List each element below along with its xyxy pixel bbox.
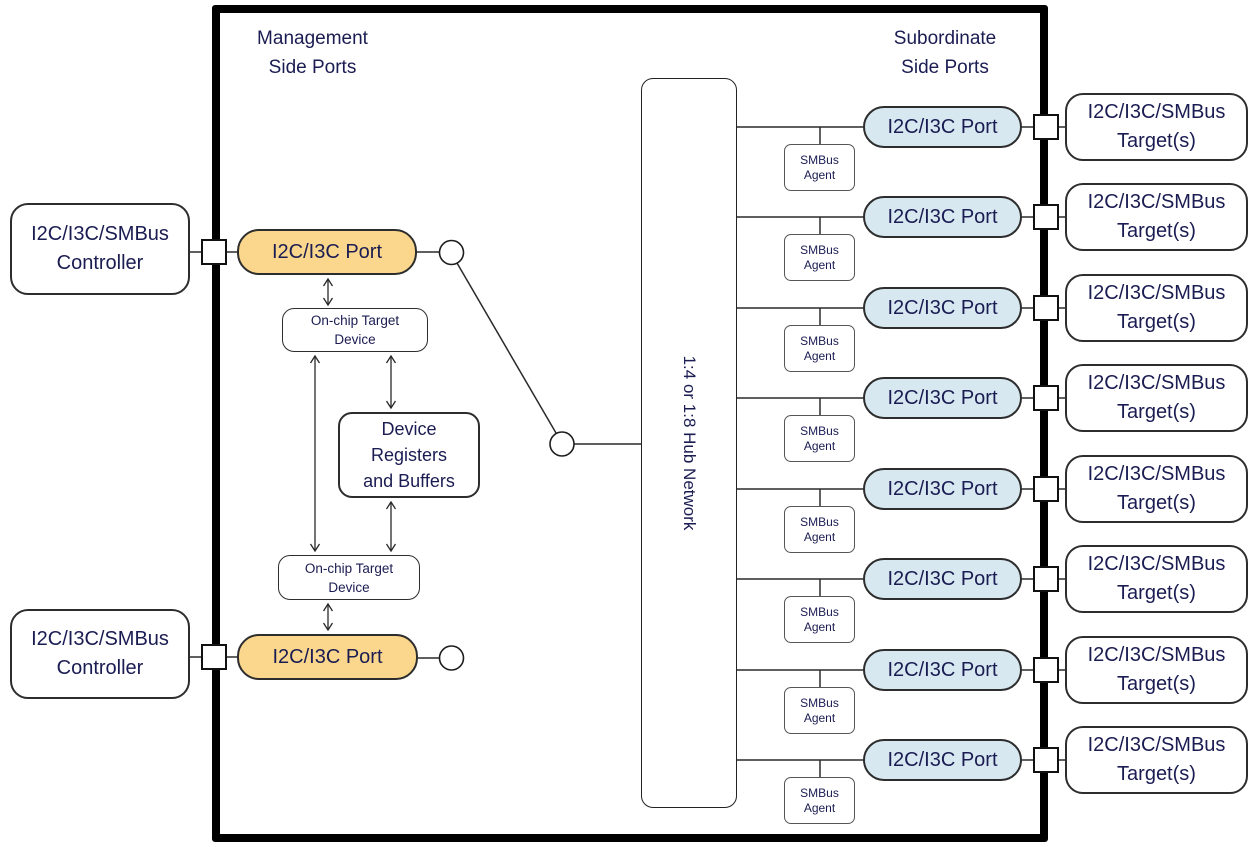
boundary-port-square (1033, 657, 1059, 683)
smbus-agent-box: SMBus Agent (784, 687, 855, 734)
target-box: I2C/I3C/SMBus Target(s) (1065, 364, 1248, 432)
smbus-agent-box: SMBus Agent (784, 596, 855, 643)
switch-blade-line (456, 262, 557, 434)
boundary-port-square (1033, 566, 1059, 592)
smbus-agent-box: SMBus Agent (784, 777, 855, 824)
onchip-target-device-2: On-chip Target Device (278, 555, 420, 600)
smbus-agent-box: SMBus Agent (784, 506, 855, 553)
subordinate-port: I2C/I3C Port (863, 558, 1022, 600)
onchip-target-device-1: On-chip Target Device (282, 308, 428, 352)
target-box: I2C/I3C/SMBus Target(s) (1065, 183, 1248, 251)
subordinate-port: I2C/I3C Port (863, 739, 1022, 781)
target-box: I2C/I3C/SMBus Target(s) (1065, 274, 1248, 342)
internal-data-arrows (309, 277, 397, 632)
switch-contact-circle-top (438, 239, 465, 266)
switch-pivot-circle (549, 431, 575, 457)
boundary-port-square (1033, 747, 1059, 773)
boundary-port-square (1033, 204, 1059, 230)
device-registers-and-buffers: Device Registers and Buffers (338, 412, 480, 498)
hub-network-label: 1:4 or 1:8 Hub Network (680, 355, 699, 531)
subordinate-port: I2C/I3C Port (863, 468, 1022, 510)
subordinate-row-wires (737, 126, 1066, 779)
boundary-port-square (1033, 385, 1059, 411)
subordinate-port: I2C/I3C Port (863, 649, 1022, 691)
subordinate-port: I2C/I3C Port (863, 287, 1022, 329)
controller-box-2: I2C/I3C/SMBus Controller (10, 609, 190, 699)
target-box: I2C/I3C/SMBus Target(s) (1065, 93, 1248, 161)
switch-contact-circle-bottom (438, 645, 465, 671)
subordinate-port: I2C/I3C Port (863, 106, 1022, 148)
subordinate-port: I2C/I3C Port (863, 196, 1022, 238)
boundary-port-square-management-2 (201, 644, 227, 670)
hub-network-box (641, 78, 737, 808)
smbus-agent-box: SMBus Agent (784, 415, 855, 462)
smbus-agent-box: SMBus Agent (784, 144, 855, 191)
chip-boundary (212, 5, 1048, 842)
target-box: I2C/I3C/SMBus Target(s) (1065, 726, 1248, 794)
boundary-port-square-management-1 (201, 239, 227, 265)
controller-box-1: I2C/I3C/SMBus Controller (10, 203, 190, 295)
smbus-agent-box: SMBus Agent (784, 325, 855, 372)
smbus-agent-box: SMBus Agent (784, 234, 855, 281)
management-side-ports-label: Management Side Ports (257, 28, 368, 78)
management-port-1: I2C/I3C Port (237, 229, 417, 275)
target-box: I2C/I3C/SMBus Target(s) (1065, 545, 1248, 613)
target-box: I2C/I3C/SMBus Target(s) (1065, 455, 1248, 523)
management-port-2: I2C/I3C Port (237, 634, 418, 680)
subordinate-side-ports-label: Subordinate Side Ports (893, 28, 997, 78)
switch-contacts (438, 239, 575, 671)
target-box: I2C/I3C/SMBus Target(s) (1065, 636, 1248, 704)
subordinate-port: I2C/I3C Port (863, 377, 1022, 419)
boundary-port-square (1033, 295, 1059, 321)
boundary-port-square (1033, 476, 1059, 502)
boundary-port-square (1033, 114, 1059, 140)
management-wires (190, 251, 642, 659)
